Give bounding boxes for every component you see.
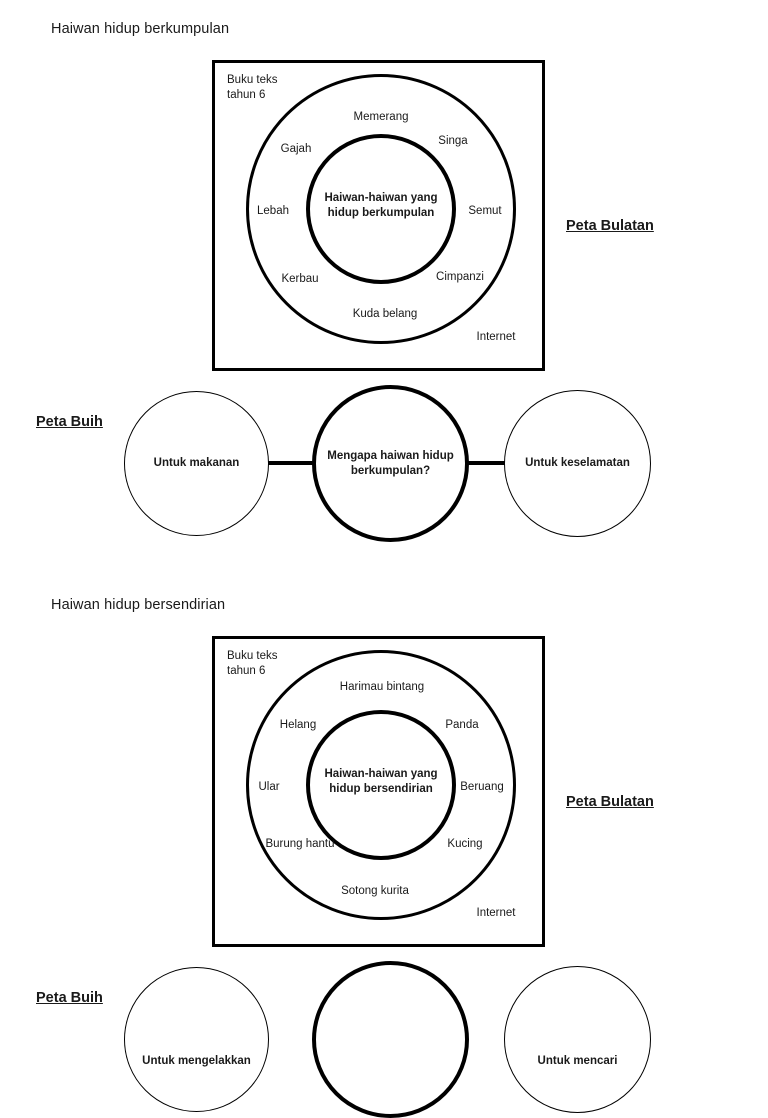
circle-map-berkumpulan: Buku teks tahun 6 Haiwan-haiwan yang hid… <box>212 60 545 371</box>
circle-map-item: Gajah <box>280 143 312 155</box>
circle-map-item: Burung hantu <box>265 838 335 850</box>
circle-map-item: Internet <box>476 907 516 919</box>
document-page: Haiwan hidup berkumpulan Buku teks tahun… <box>36 21 654 1118</box>
bubble-center-question[interactable]: Mengapa haiwan hidup berkumpulan? <box>312 385 469 542</box>
circle-map-item: Semut <box>468 205 502 217</box>
circle-map-item: Kerbau <box>281 273 319 285</box>
inner-circle <box>306 710 456 860</box>
bubble2-left-label: Untuk mengelakkan <box>142 1055 251 1067</box>
section-heading-berkumpulan: Haiwan hidup berkumpulan <box>51 21 230 37</box>
bubble2-right-label: Untuk mencari <box>537 1055 618 1067</box>
circle-map-item: Panda <box>445 719 479 731</box>
map-type-label-peta-bulatan-2: Peta Bulatan <box>566 794 654 810</box>
bubble-left-label: Untuk makanan <box>153 457 240 469</box>
circle-map-item: Sotong kurita <box>341 885 409 897</box>
circle-map-item: Lebah <box>257 205 289 217</box>
bubble2-left-untuk-mengelakkan[interactable]: Untuk mengelakkan <box>124 967 269 1112</box>
circle-map-item: Memerang <box>353 111 409 123</box>
circle-map-item: Ular <box>258 781 280 793</box>
bubble2-right-untuk-mencari[interactable]: Untuk mencari <box>504 966 651 1113</box>
inner-circle <box>306 134 456 284</box>
outer-circle <box>246 650 516 920</box>
map-type-label-peta-buih-1: Peta Buih <box>36 414 103 430</box>
circle-map-item: Helang <box>279 719 317 731</box>
circle-map-item: Internet <box>476 331 516 343</box>
section-heading-bersendirian: Haiwan hidup bersendirian <box>51 597 226 613</box>
bubble-connector-left <box>262 461 320 465</box>
circle-map-item: Singa <box>438 135 468 147</box>
circle-map-item: Kucing <box>447 838 483 850</box>
bubble-map-berkumpulan: Untuk makanan Mengapa haiwan hidup berku… <box>124 385 651 542</box>
bubble-right-label: Untuk keselamatan <box>525 457 630 469</box>
circle-map-bersendirian: Buku teks tahun 6 Haiwan-haiwan yang hid… <box>212 636 545 947</box>
bubble-center-label: Mengapa haiwan hidup berkumpulan? <box>327 449 454 477</box>
circle-map-center-text: Haiwan-haiwan yang hidup berkumpulan <box>324 192 438 219</box>
bubble-connector-right <box>462 461 510 465</box>
circle-map-item: Cimpanzi <box>436 271 484 283</box>
map-type-label-peta-bulatan-1: Peta Bulatan <box>566 218 654 234</box>
circle-map-center-text: Haiwan-haiwan yang hidup bersendirian <box>324 768 438 795</box>
outer-circle <box>246 74 516 344</box>
circle-map-item: Beruang <box>460 781 504 793</box>
circle-map-item: Kuda belang <box>352 308 418 320</box>
bubble-right-untuk-keselamatan[interactable]: Untuk keselamatan <box>504 390 651 537</box>
map-type-label-peta-buih-2: Peta Buih <box>36 990 103 1006</box>
circle-map-item: Harimau bintang <box>339 681 425 693</box>
circle-map-source-note: Buku teks tahun 6 <box>227 650 278 677</box>
bubble2-center-question[interactable] <box>312 961 469 1118</box>
bubble-left-untuk-makanan[interactable]: Untuk makanan <box>124 391 269 536</box>
circle-map-source-note: Buku teks tahun 6 <box>227 74 278 101</box>
